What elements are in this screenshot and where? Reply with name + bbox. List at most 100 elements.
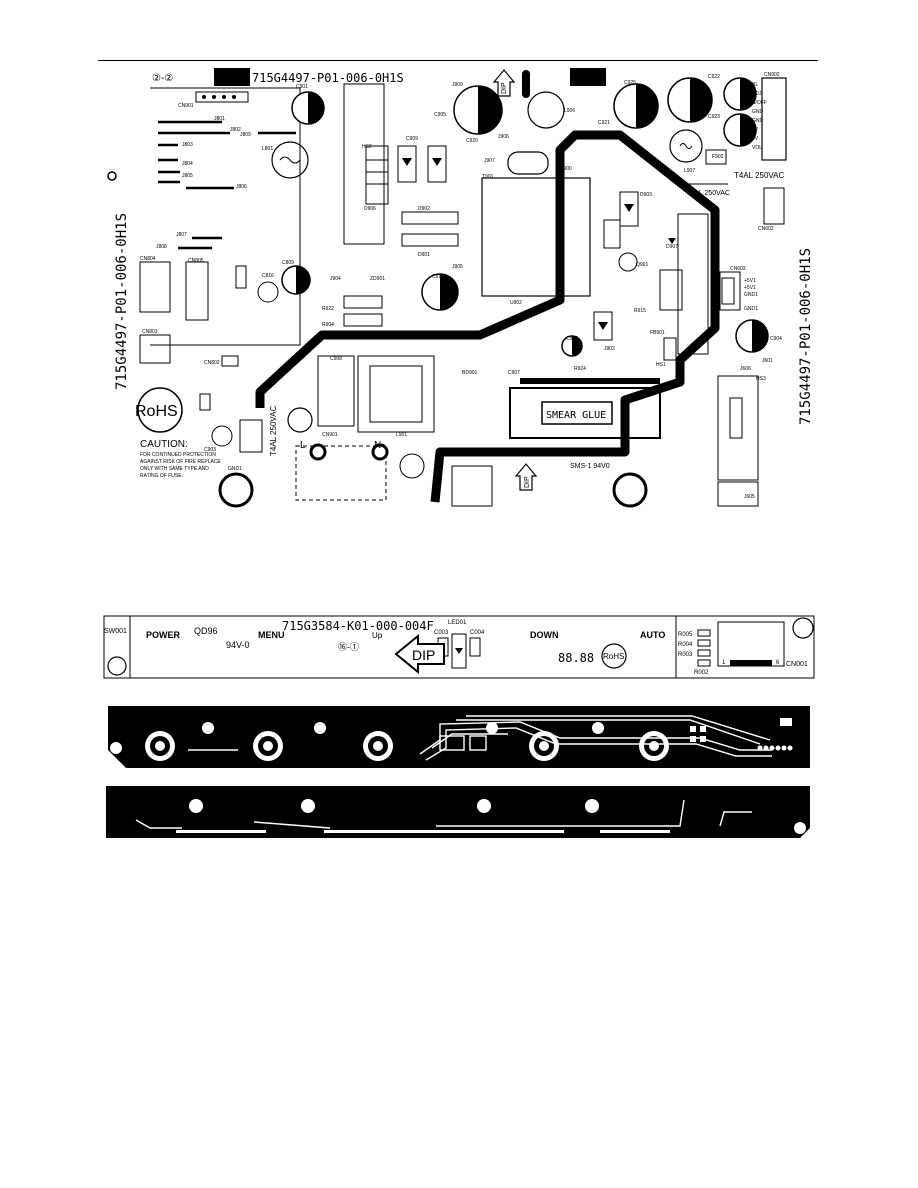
svg-text:CN901: CN901 bbox=[322, 432, 338, 438]
reference-designators: CN901 C901 J801 J802 J803 J804 J805 J806… bbox=[140, 72, 782, 500]
flame-rating: 94V-0 bbox=[226, 640, 250, 650]
main-part-number: 715G4497-P01-006-0H1S bbox=[252, 71, 404, 85]
smear-glue-label: SMEAR GLUE bbox=[546, 410, 606, 421]
svg-text:CN602: CN602 bbox=[758, 226, 774, 232]
svg-text:J807: J807 bbox=[176, 232, 187, 238]
cap-c809 bbox=[281, 265, 311, 295]
svg-text:R904: R904 bbox=[322, 322, 334, 328]
key-menu-label: MENU bbox=[258, 630, 285, 640]
cap-c003-label: C003 bbox=[434, 630, 449, 636]
neutral-terminal-label: N bbox=[374, 440, 381, 451]
svg-text:C909: C909 bbox=[406, 136, 418, 142]
svg-text:ADJ: ADJ bbox=[752, 91, 762, 97]
caution-line-3: ONLY WITH SAME TYPE AND bbox=[140, 466, 209, 472]
svg-text:C921: C921 bbox=[598, 120, 610, 126]
key-board-silkscreen-outline bbox=[103, 615, 815, 679]
svg-text:+5V1: +5V1 bbox=[744, 278, 756, 284]
svg-text:C912: C912 bbox=[566, 336, 578, 342]
svg-text:J806: J806 bbox=[236, 184, 247, 190]
svg-text:D907: D907 bbox=[666, 244, 678, 250]
svg-text:C908: C908 bbox=[330, 356, 342, 362]
svg-text:GND1: GND1 bbox=[228, 466, 242, 472]
display-code: 88.88 bbox=[558, 651, 594, 665]
svg-text:U902: U902 bbox=[510, 300, 522, 306]
cap-c004-label: C004 bbox=[470, 630, 485, 636]
svg-text:GND: GND bbox=[752, 109, 764, 115]
svg-text:5V: 5V bbox=[752, 127, 759, 133]
key-up-label: Up bbox=[372, 631, 383, 640]
svg-text:D902: D902 bbox=[418, 206, 430, 212]
led-label: LED01 bbox=[448, 620, 467, 626]
cap-c922 bbox=[723, 77, 757, 111]
svg-text:ON/OFF: ON/OFF bbox=[748, 100, 767, 106]
svg-text:ZD901: ZD901 bbox=[370, 276, 385, 282]
isolation-trace-left bbox=[255, 130, 720, 503]
svg-text:C904: C904 bbox=[770, 336, 782, 342]
main-version-mark: ②-② bbox=[152, 73, 173, 84]
svg-text:L901: L901 bbox=[396, 432, 407, 438]
svg-text:J605: J605 bbox=[744, 494, 755, 500]
svg-text:C922: C922 bbox=[708, 74, 720, 80]
key-version-mark: ⑯-① bbox=[338, 642, 359, 652]
svg-text:D901: D901 bbox=[418, 252, 430, 258]
cap-c910 bbox=[421, 273, 459, 311]
cn001-pin-6: 6 bbox=[776, 660, 780, 666]
svg-text:J909: J909 bbox=[452, 82, 463, 88]
svg-text:CN803: CN803 bbox=[142, 329, 158, 335]
svg-text:CN804: CN804 bbox=[140, 256, 156, 262]
cn001-pin-1: 1 bbox=[722, 660, 726, 666]
main-board-outline bbox=[150, 87, 301, 346]
key-auto-label: AUTO bbox=[640, 630, 665, 640]
svg-text:J606: J606 bbox=[740, 366, 751, 372]
svg-text:HS2: HS2 bbox=[362, 144, 372, 150]
svg-text:VOL: VOL bbox=[752, 145, 762, 151]
svg-text:C907: C907 bbox=[508, 370, 520, 376]
cap-c923 bbox=[723, 113, 757, 147]
svg-text:5V: 5V bbox=[752, 136, 759, 142]
svg-text:J601: J601 bbox=[762, 358, 773, 364]
side-part-number-left: 715G4497-P01-006-0H1S bbox=[114, 213, 130, 390]
svg-text:J906: J906 bbox=[498, 134, 509, 140]
svg-text:J903: J903 bbox=[604, 346, 615, 352]
svg-text:CN802: CN802 bbox=[204, 360, 220, 366]
cn001-label: CN001 bbox=[786, 661, 808, 668]
marker-block-left bbox=[214, 68, 250, 86]
svg-text:J921: J921 bbox=[634, 378, 645, 384]
dip-arrow-main-bottom: DIP bbox=[514, 463, 538, 491]
cap-c920 bbox=[453, 85, 503, 135]
svg-text:DIP: DIP bbox=[501, 82, 508, 94]
svg-text:J808: J808 bbox=[156, 244, 167, 250]
cert-mark: QD96 bbox=[194, 626, 218, 636]
svg-text:+5V1: +5V1 bbox=[744, 285, 756, 291]
svg-text:R003: R003 bbox=[678, 652, 693, 658]
marker-block-right bbox=[570, 68, 606, 86]
page-top-rule bbox=[98, 60, 818, 61]
svg-text:DIP: DIP bbox=[412, 647, 435, 663]
svg-text:C910: C910 bbox=[432, 274, 444, 280]
cap-c925 bbox=[613, 83, 659, 129]
svg-text:DIP: DIP bbox=[524, 476, 531, 488]
svg-text:R005: R005 bbox=[678, 632, 693, 638]
rohs-mark-key: RoHS bbox=[603, 652, 624, 661]
svg-text:J809: J809 bbox=[240, 132, 251, 138]
sw001-label: SW001 bbox=[104, 628, 127, 635]
key-resistor-labels: R005 R004 R003 R002 bbox=[678, 632, 709, 676]
svg-text:HS1: HS1 bbox=[656, 362, 666, 368]
svg-text:C816: C816 bbox=[262, 273, 274, 279]
svg-text:L907: L907 bbox=[684, 168, 695, 174]
dip-arrow-main-top: DIP bbox=[492, 69, 516, 97]
svg-text:R002: R002 bbox=[694, 670, 709, 676]
svg-text:D903: D903 bbox=[640, 192, 652, 198]
svg-text:R004: R004 bbox=[678, 642, 693, 648]
svg-text:J804: J804 bbox=[182, 161, 193, 167]
key-power-label: POWER bbox=[146, 630, 181, 640]
svg-text:BL: BL bbox=[752, 82, 758, 88]
svg-text:C903: C903 bbox=[204, 447, 216, 453]
side-part-number-right: 715G4497-P01-006-0H1S bbox=[798, 248, 814, 425]
fuse-rating-cn: T4AL 250VAC bbox=[734, 171, 784, 180]
cn603-pin-labels: +5V1 +5V1 GND1 GND1 bbox=[744, 278, 758, 312]
svg-text:C809: C809 bbox=[282, 260, 294, 266]
key-board-copper-top bbox=[108, 706, 810, 768]
caution-title: CAUTION: bbox=[140, 439, 188, 450]
svg-text:J907: J907 bbox=[484, 158, 495, 164]
